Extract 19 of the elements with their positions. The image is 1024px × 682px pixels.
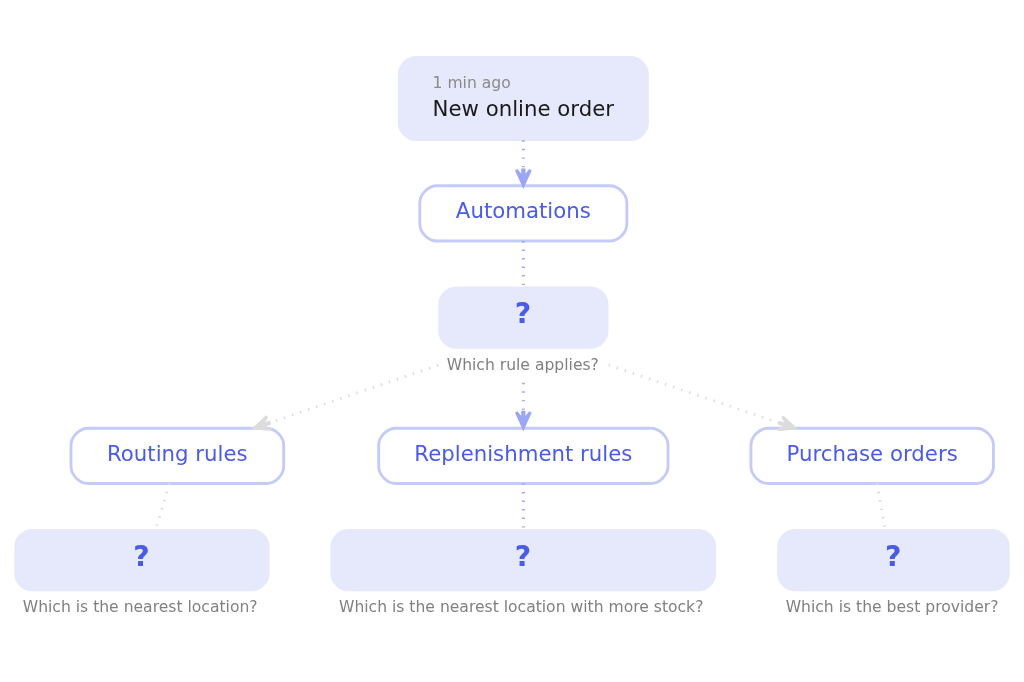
node-box: Automations [418, 184, 629, 243]
node-box: Replenishment rules [377, 426, 670, 485]
node-box: ? [330, 528, 717, 592]
node-box: 1 min ago New online order [397, 55, 649, 142]
node-label: Which is the best provider? [785, 598, 999, 617]
node-box: ? [438, 286, 609, 349]
node-box: ? [14, 528, 270, 592]
node-label: Which is the nearest location with more stock? [338, 598, 704, 617]
arrow [514, 140, 532, 187]
node-label: Which rule applies? [446, 355, 599, 374]
node-box: Routing rules [69, 426, 286, 485]
connector [875, 483, 887, 529]
node-box: Purchase orders [749, 426, 995, 485]
arrow [608, 363, 797, 432]
node-box: ? [777, 528, 1010, 592]
arrow [253, 363, 439, 432]
node-label: Which is the nearest location? [22, 598, 258, 617]
connector [154, 483, 171, 529]
arrow [514, 382, 532, 430]
